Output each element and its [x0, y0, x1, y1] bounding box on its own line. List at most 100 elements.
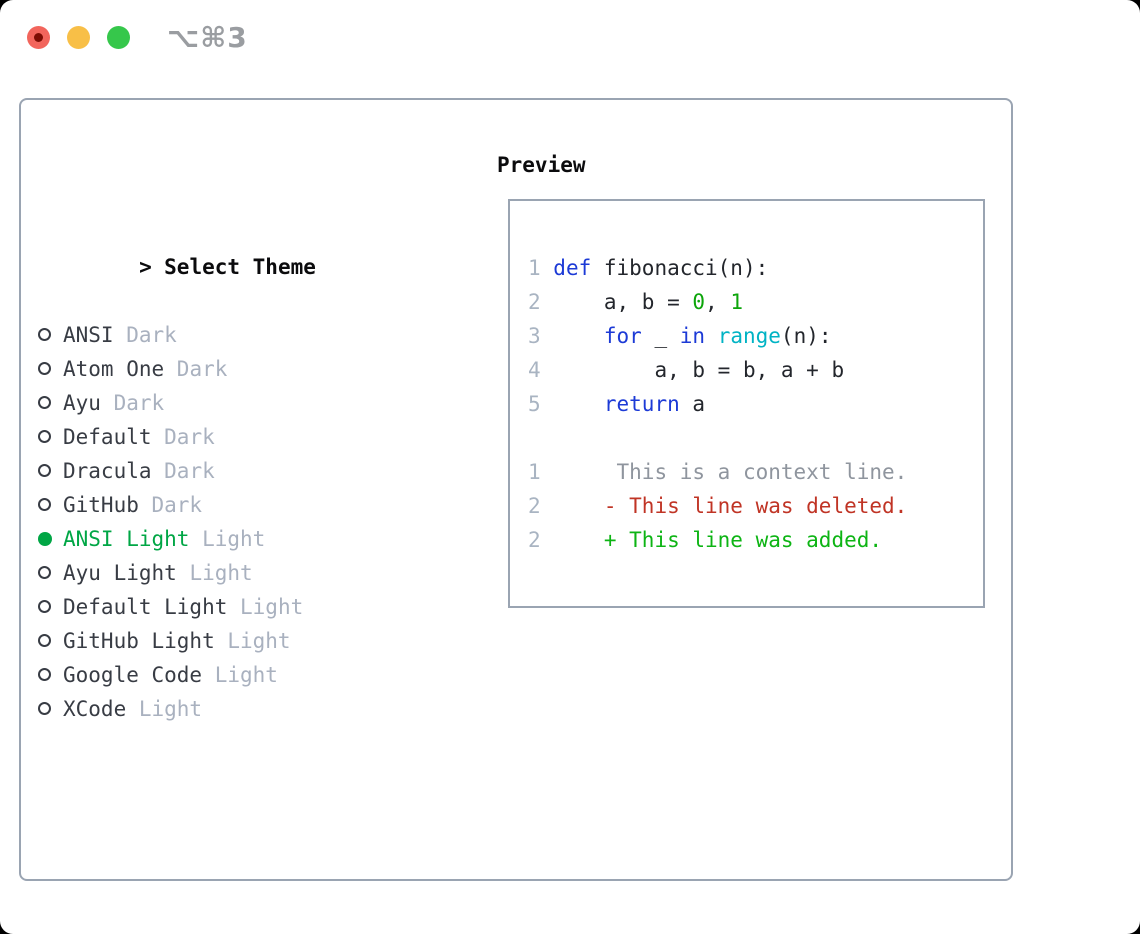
option-label: ANSI [63, 323, 114, 347]
radio-icon [38, 318, 63, 352]
theme-variant-label: Dark [164, 357, 228, 381]
radio-filled-circle [38, 531, 52, 546]
theme-option[interactable]: Default Dark [38, 420, 392, 454]
code-segment: _ [641, 324, 680, 348]
code-segment: return [603, 392, 680, 416]
theme-option[interactable]: Ayu Dark [38, 386, 392, 420]
theme-variant-label: Dark [138, 493, 203, 517]
close-button[interactable] [27, 26, 50, 49]
radio-icon [38, 488, 63, 522]
code-segment: - This line was deleted. [540, 494, 908, 518]
code-segment: 2 [528, 528, 541, 552]
option-label: Google Code [63, 663, 203, 687]
close-dot-icon [34, 33, 43, 42]
minimize-button[interactable] [67, 26, 90, 49]
theme-variant-label: Dark [100, 391, 165, 415]
code-segment: 1 [528, 460, 541, 484]
preview-line: 2 a, b = 0, 1 [528, 285, 983, 319]
theme-option[interactable]: GitHub Light Light [38, 624, 392, 658]
radio-empty-circle [38, 328, 51, 341]
radio-icon [38, 420, 63, 454]
preview-line: 2 + This line was added. [528, 523, 983, 557]
code-segment: a [679, 392, 706, 416]
radio-icon [38, 692, 63, 726]
code-segment: + This line was added. [540, 528, 883, 552]
theme-variant-label: Light [202, 663, 278, 687]
theme-variant-label: Dark [151, 425, 215, 449]
code-segment: range [717, 324, 781, 348]
radio-empty-circle [38, 600, 51, 613]
theme-option[interactable]: ANSI Light Light [38, 522, 392, 556]
radio-empty-circle [38, 498, 51, 511]
code-segment: 5 [528, 392, 554, 416]
code-segment: for [603, 324, 642, 348]
radio-icon [38, 352, 63, 386]
theme-variant-label: Light [189, 527, 266, 551]
code-segment [705, 324, 718, 348]
option-label: GitHub Light [63, 629, 215, 653]
radio-empty-circle [38, 668, 51, 681]
code-segment: in [679, 324, 706, 348]
theme-option[interactable]: Ayu Light Light [38, 556, 392, 590]
code-segment [553, 324, 604, 348]
theme-option[interactable]: Atom One Dark [38, 352, 392, 386]
option-label: Atom One [63, 357, 165, 381]
radio-empty-circle [38, 702, 51, 715]
code-segment [553, 392, 604, 416]
code-segment: 1 [730, 290, 743, 314]
theme-variant-label: Light [227, 595, 304, 619]
prompt-icon: > [139, 255, 152, 279]
preview-line [528, 421, 983, 455]
titlebar: ⌥⌘3 [27, 21, 248, 54]
preview-line: 1 def fibonacci(n): [528, 251, 983, 285]
theme-option[interactable]: Dracula Dark [38, 454, 392, 488]
spacer [38, 794, 392, 828]
radio-empty-circle [38, 634, 51, 647]
code-segment: 2 [528, 290, 554, 314]
radio-empty-circle [38, 566, 51, 579]
code-segment: 2 [528, 494, 541, 518]
preview-line: 2 - This line was deleted. [528, 489, 983, 523]
radio-icon [38, 556, 63, 590]
option-label: Dracula [63, 459, 152, 483]
theme-variant-label: Light [176, 561, 253, 585]
code-segment: (n): [780, 324, 832, 348]
code-segment: a, b = [553, 290, 693, 314]
preview-line: 1 This is a context line. [528, 455, 983, 489]
keyboard-shortcut-label: ⌥⌘3 [167, 21, 248, 54]
code-segment: This is a context line. [540, 460, 908, 484]
theme-option[interactable]: XCode Light [38, 692, 392, 726]
radio-empty-circle [38, 396, 51, 409]
radio-icon [38, 386, 63, 420]
radio-icon [38, 624, 63, 658]
code-segment: a, b = b, a + b [553, 358, 845, 382]
theme-option[interactable]: GitHub Dark [38, 488, 392, 522]
option-label: GitHub [63, 493, 139, 517]
option-label: Ayu Light [63, 561, 177, 585]
code-segment: 3 [528, 324, 554, 348]
theme-option[interactable]: Google Code Light [38, 658, 392, 692]
code-segment: , [705, 290, 731, 314]
preview-line: 3 for _ in range(n): [528, 319, 983, 353]
zoom-button[interactable] [107, 26, 130, 49]
radio-empty-circle [38, 430, 51, 443]
option-label: XCode [63, 697, 127, 721]
preview-title: Preview [497, 153, 586, 177]
radio-icon [38, 454, 63, 488]
preview-line: 4 a, b = b, a + b [528, 353, 983, 387]
code-segment: def [553, 256, 592, 280]
theme-option[interactable]: ANSI Dark [38, 318, 392, 352]
radio-empty-circle [38, 362, 51, 375]
apply-to-header: Apply To [38, 896, 392, 930]
theme-variant-label: Light [126, 697, 203, 721]
radio-icon [38, 590, 63, 624]
option-label: Default [63, 425, 152, 449]
theme-option[interactable]: Default Light Light [38, 590, 392, 624]
theme-variant-label: Dark [151, 459, 215, 483]
